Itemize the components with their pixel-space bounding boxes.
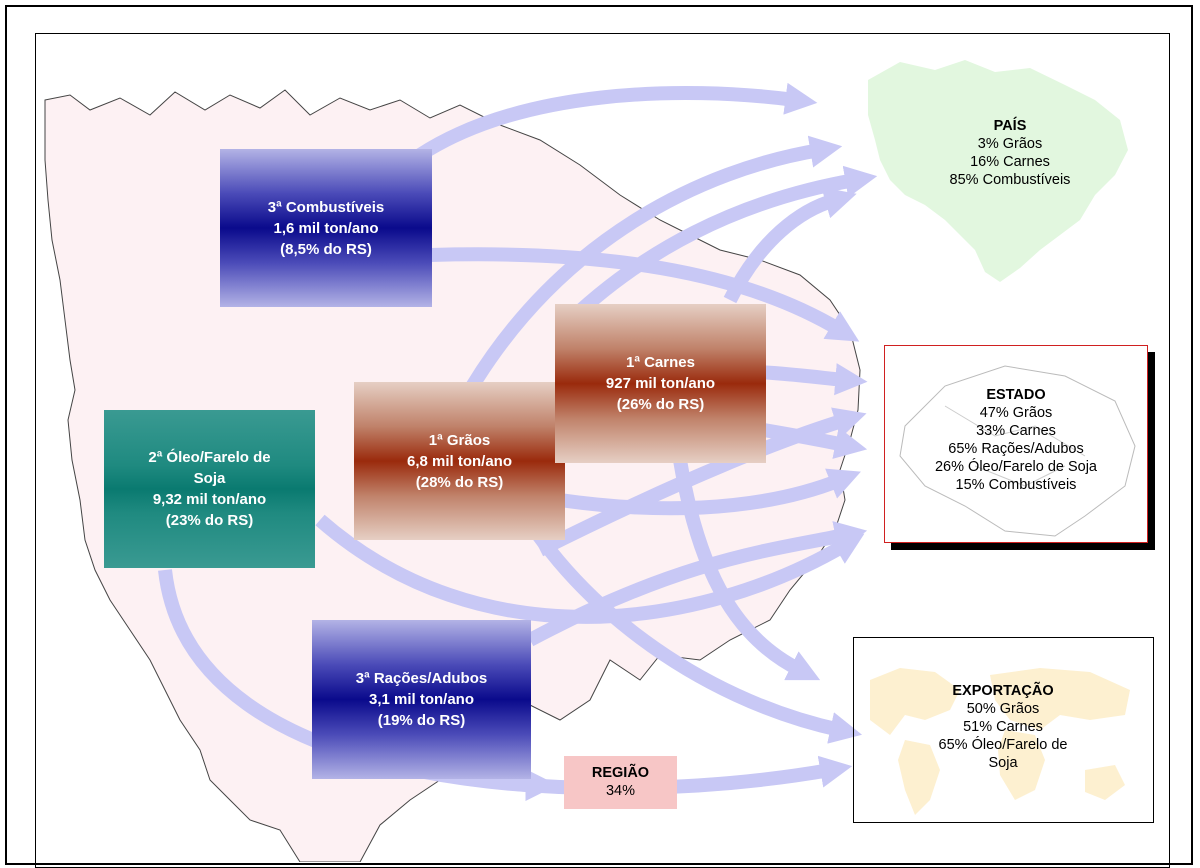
source-carnes: 1ª Carnes 927 mil ton/ano (26% do RS) xyxy=(555,304,766,463)
graos-title: 1ª Grãos xyxy=(428,431,491,449)
combustiveis-amount: 1,6 mil ton/ano xyxy=(273,219,379,237)
combustiveis-title: 3ª Combustíveis xyxy=(267,198,385,216)
source-racoes-adubos: 3ª Rações/Adubos 3,1 mil ton/ano (19% do… xyxy=(312,620,531,779)
oleo-title-2: Soja xyxy=(193,470,226,487)
combustiveis-share: (8,5% do RS) xyxy=(280,240,372,258)
dest-exportacao: EXPORTAÇÃO 50% Grãos 51% Carnes 65% Óleo… xyxy=(853,637,1154,823)
carnes-share: (26% do RS) xyxy=(616,396,705,413)
graos-amount: 6,8 mil ton/ano xyxy=(406,452,512,470)
exportacao-line: 51% Carnes xyxy=(963,719,1043,735)
regiao-value: 34% xyxy=(605,783,636,799)
oleo-title-1: 2ª Óleo/Farelo de xyxy=(148,449,271,466)
source-graos: 1ª Grãos 6,8 mil ton/ano (28% do RS) xyxy=(354,382,565,540)
estado-map xyxy=(899,365,1136,537)
estado-line: 26% Óleo/Farelo de Soja xyxy=(934,459,1097,475)
estado-line: 47% Grãos xyxy=(979,405,1053,421)
estado-title: ESTADO xyxy=(986,387,1046,403)
exportacao-line: 65% Óleo/Farelo de xyxy=(938,737,1068,753)
oleo-share: (23% do RS) xyxy=(165,512,254,529)
estado-line: 33% Carnes xyxy=(976,423,1056,439)
oleo-amount: 9,32 mil ton/ano xyxy=(152,491,267,508)
brazil-map xyxy=(868,60,1128,282)
exportacao-text: EXPORTAÇÃO 50% Grãos 51% Carnes 65% Óleo… xyxy=(854,682,1152,772)
pais-title: PAÍS xyxy=(993,118,1027,134)
estado-line: 15% Combustíveis xyxy=(955,477,1077,493)
pais-line: 85% Combustíveis xyxy=(949,172,1071,188)
source-combustiveis: 3ª Combustíveis 1,6 mil ton/ano (8,5% do… xyxy=(220,149,432,307)
pais-line: 3% Grãos xyxy=(977,136,1043,152)
dest-regiao: REGIÃO 34% xyxy=(564,756,677,809)
graos-share: (28% do RS) xyxy=(415,473,504,491)
estado-line: 65% Rações/Adubos xyxy=(948,441,1084,457)
dest-pais: PAÍS 3% Grãos 16% Carnes 85% Combustívei… xyxy=(920,117,1100,189)
source-oleo-farelo-soja: 2ª Óleo/Farelo de Soja 9,32 mil ton/ano … xyxy=(104,410,315,568)
exportacao-line: 50% Grãos xyxy=(966,701,1040,717)
dest-estado: ESTADO 47% Grãos 33% Carnes 65% Rações/A… xyxy=(884,345,1148,543)
exportacao-line: Soja xyxy=(988,755,1018,771)
racoes-share: (19% do RS) xyxy=(377,712,466,729)
estado-text: ESTADO 47% Grãos 33% Carnes 65% Rações/A… xyxy=(885,386,1147,494)
carnes-amount: 927 mil ton/ano xyxy=(605,375,716,392)
pais-line: 16% Carnes xyxy=(970,154,1050,170)
exportacao-title: EXPORTAÇÃO xyxy=(952,683,1054,699)
racoes-amount: 3,1 mil ton/ano xyxy=(368,691,474,708)
carnes-title: 1ª Carnes xyxy=(626,354,695,371)
regiao-title: REGIÃO xyxy=(591,765,650,781)
world-map xyxy=(870,668,1130,815)
racoes-title: 3ª Rações/Adubos xyxy=(355,670,488,687)
